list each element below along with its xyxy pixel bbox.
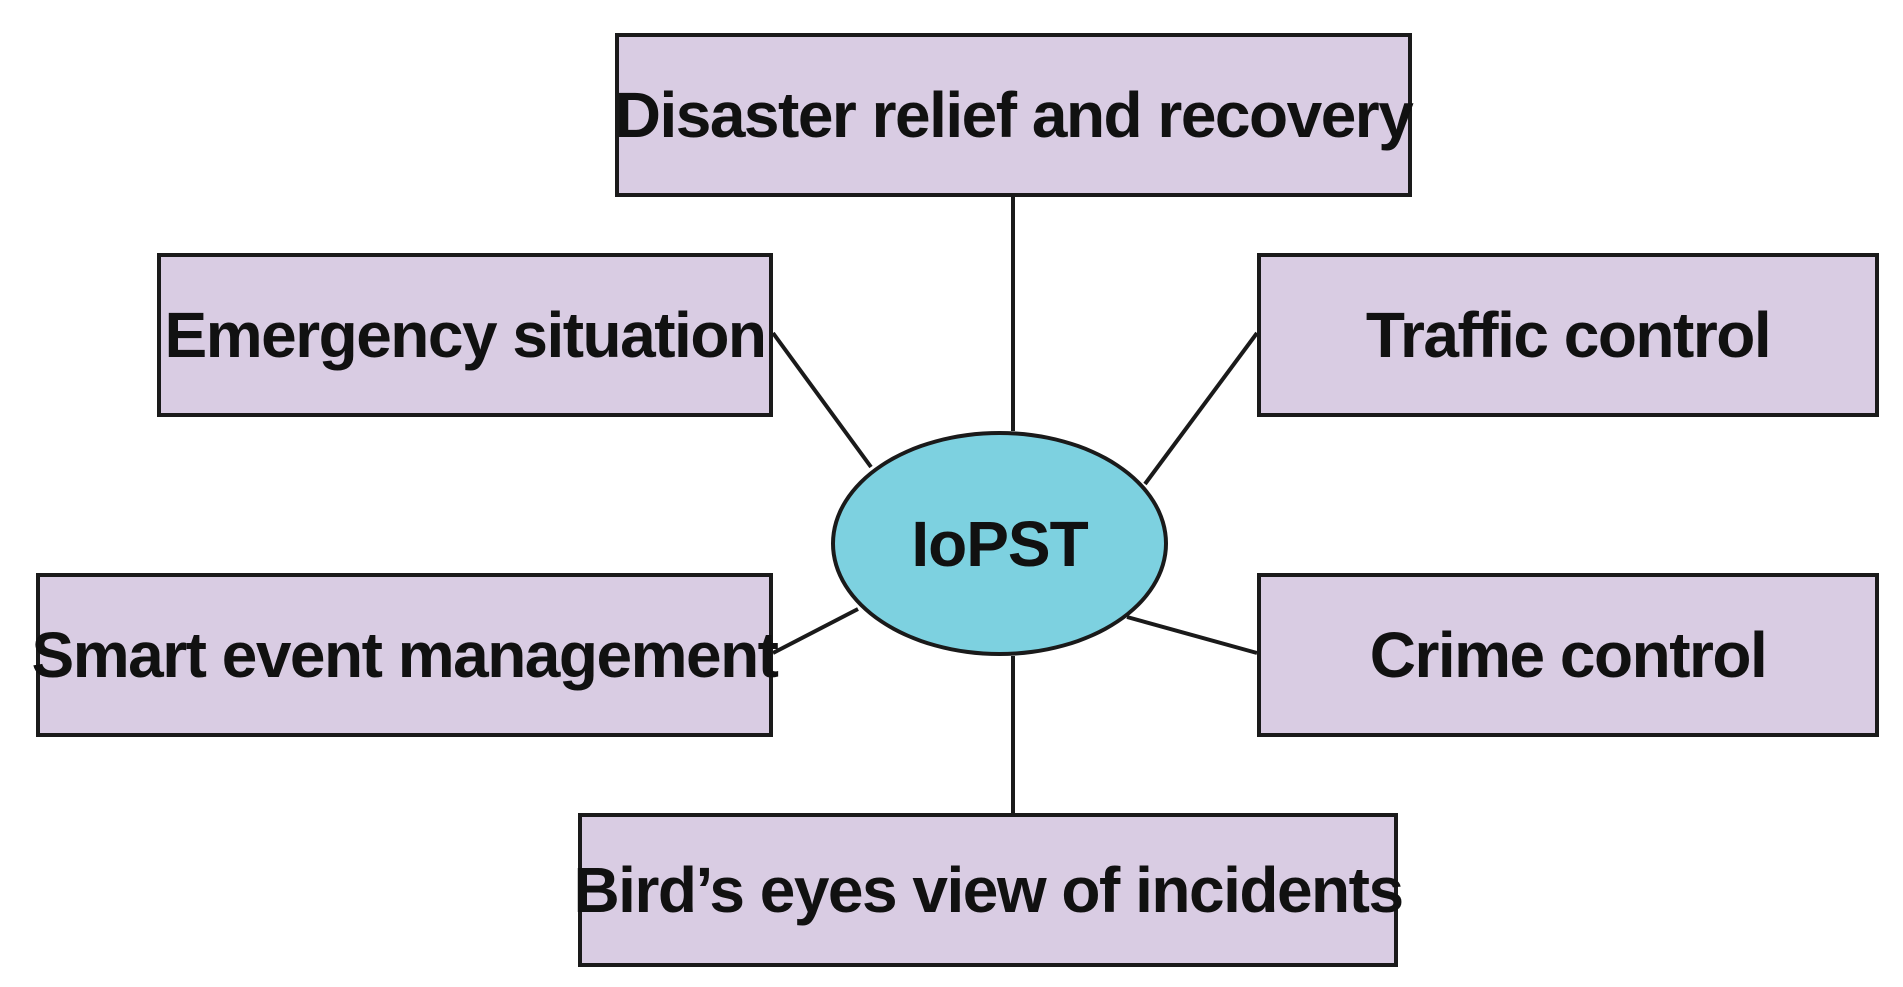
connector-crime [1126,615,1258,655]
node-smart-event-management: Smart event management [32,573,779,737]
node-emergency-situation: Emergency situation [157,253,773,417]
node-disaster-relief: Disaster relief and recovery [615,33,1414,197]
connector-emergency [771,331,873,469]
hub-iopst: IoPST [831,431,1168,656]
node-birds-eye-view: Bird’s eyes view of incidents [573,813,1404,967]
connector-traffic [1143,331,1259,486]
node-traffic-control: Traffic control [1257,253,1879,417]
node-crime-control: Crime control [1257,573,1879,737]
connector-smart-event [772,607,859,655]
